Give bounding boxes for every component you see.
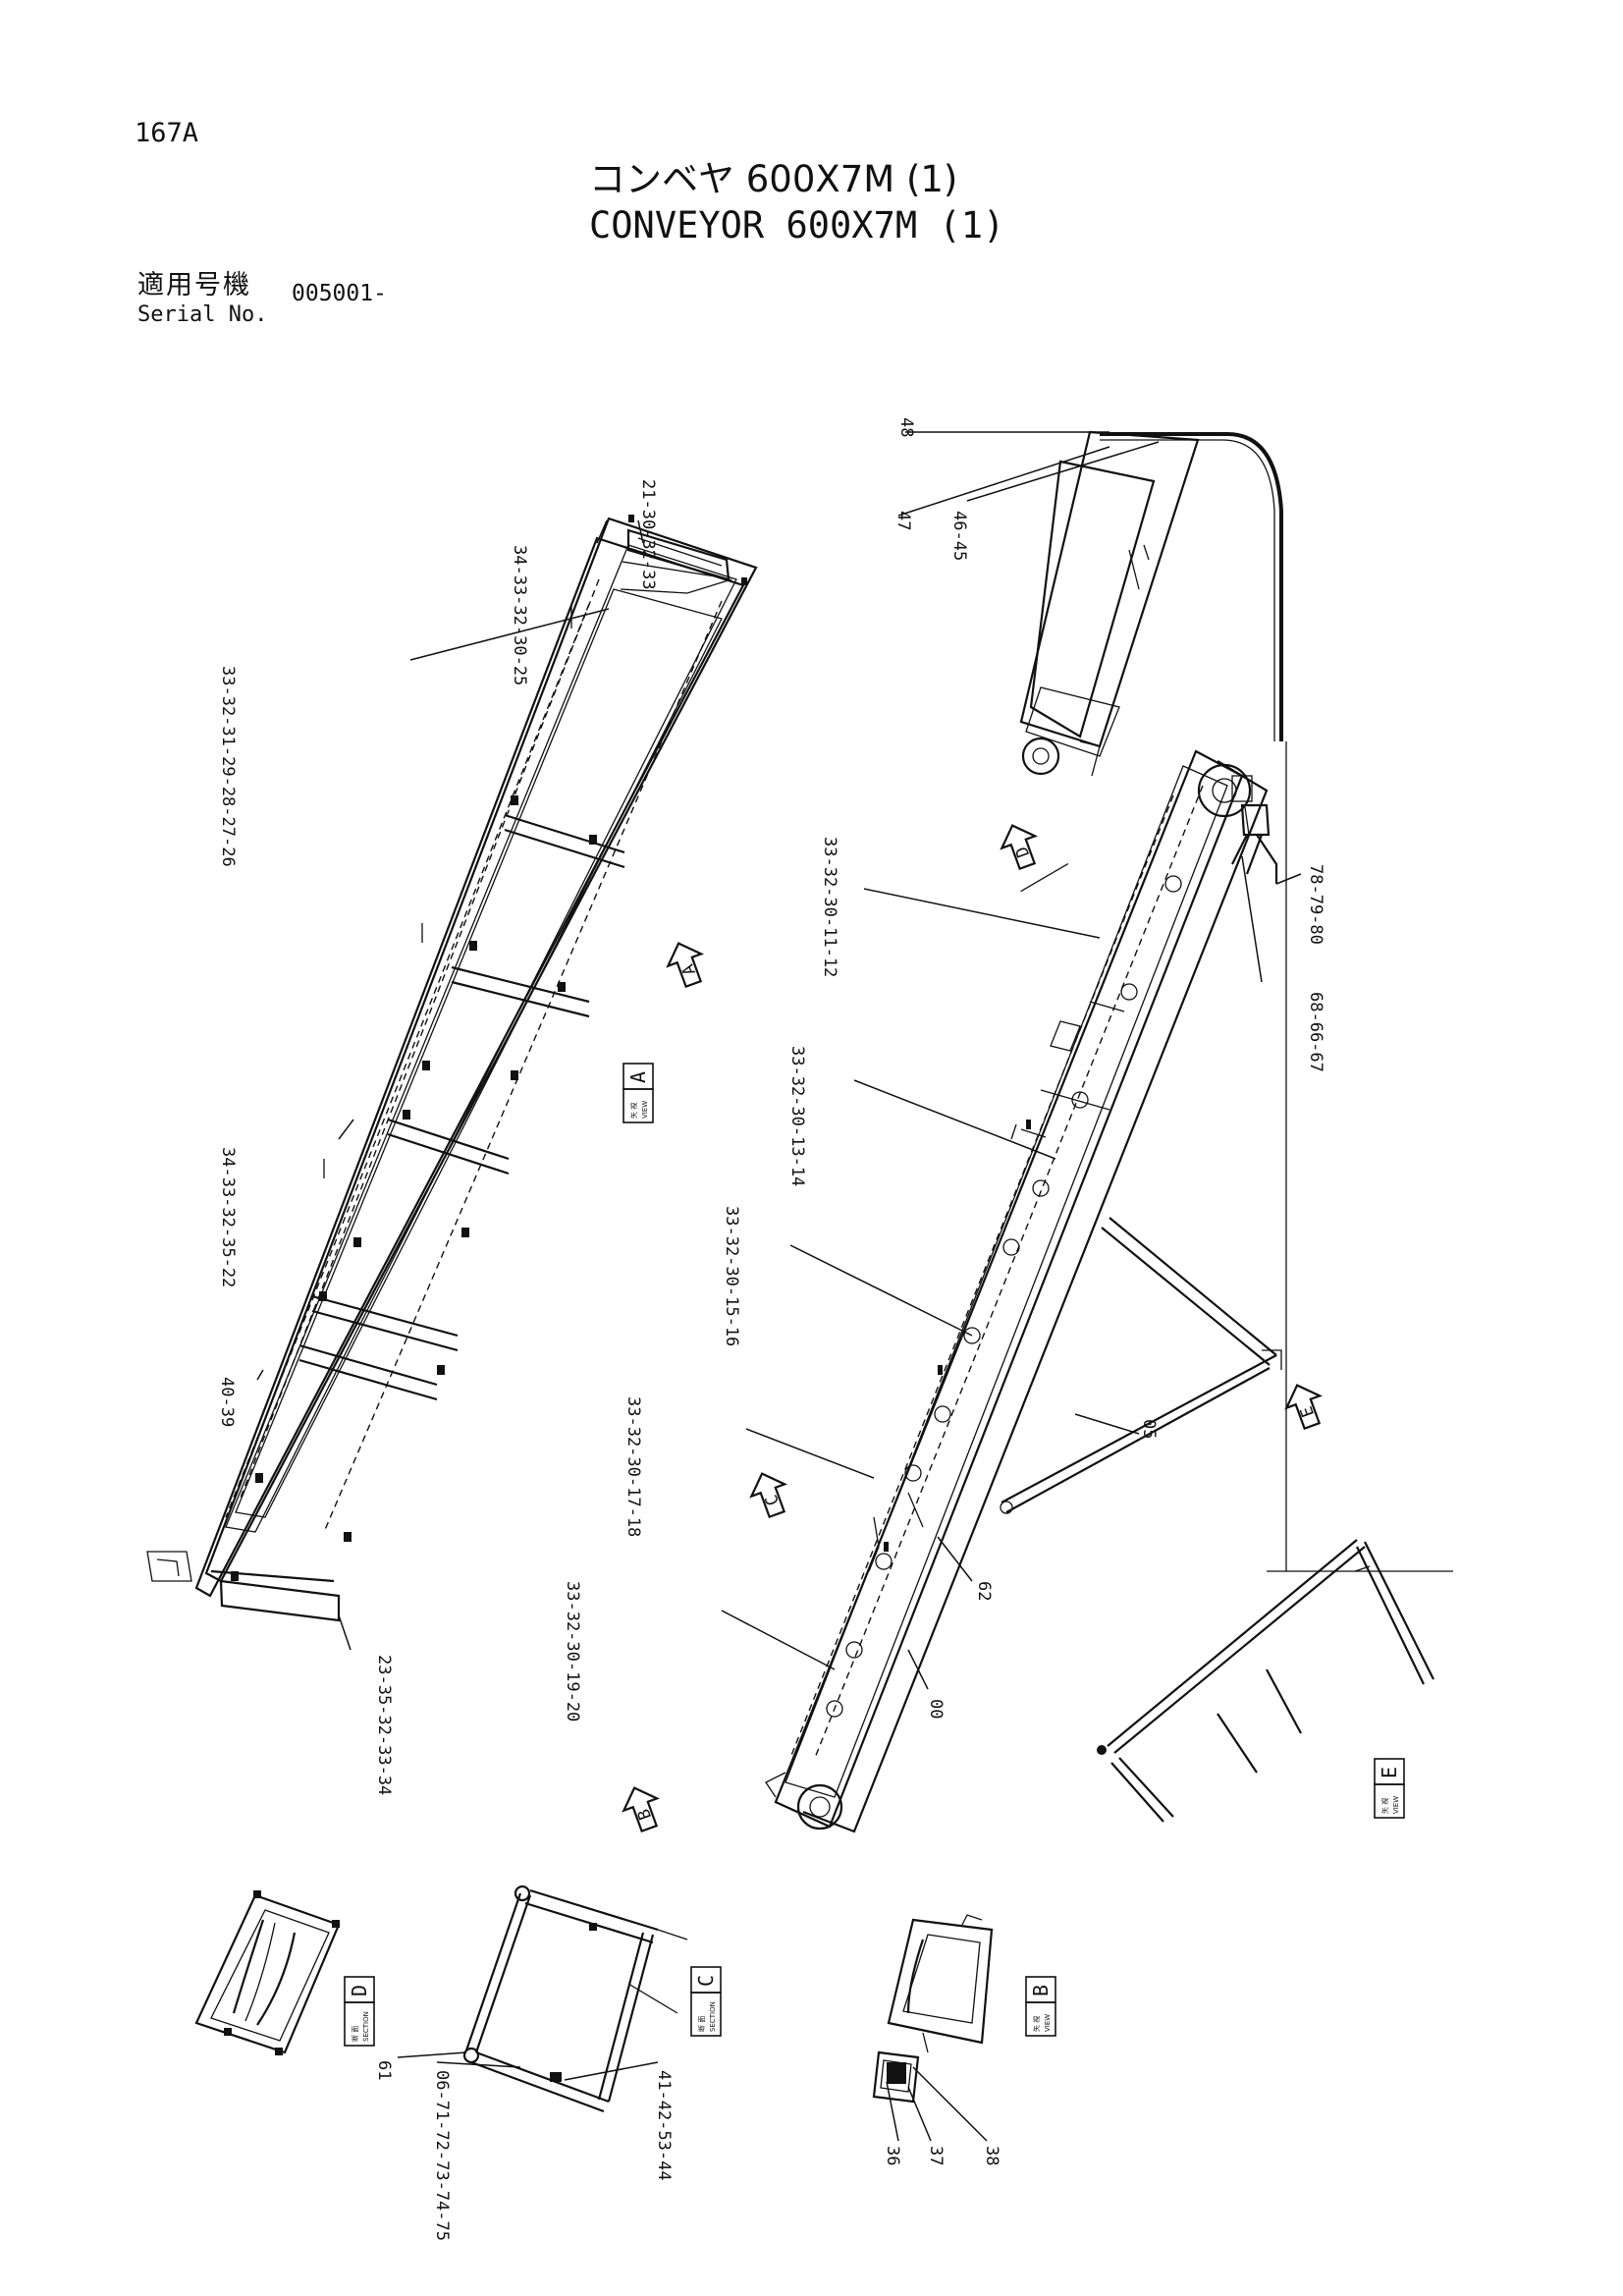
- view-e-drawing: [1097, 1539, 1434, 1823]
- svg-text:E: E: [1378, 1767, 1401, 1778]
- svg-text:A: A: [678, 961, 700, 977]
- callout-37: 37: [926, 2146, 946, 2165]
- callout-48: 48: [896, 417, 916, 437]
- svg-text:B: B: [634, 1806, 656, 1822]
- view-b-drawing: [872, 1914, 994, 2104]
- view-e-label: 矢 視 VIEW E: [1374, 1758, 1405, 1819]
- section-c-label: 断 面 SECTION C: [690, 1966, 722, 2037]
- svg-text:SECTION: SECTION: [709, 2001, 717, 2032]
- callout-19-20: 33-32-30-19-20: [563, 1581, 582, 1722]
- svg-text:断 面: 断 面: [697, 2016, 706, 2032]
- title-japanese: コンベヤ 600X7M (1): [589, 158, 958, 200]
- callout-11-12: 33-32-30-11-12: [820, 837, 839, 977]
- callout-41-44: 41-42-53-44: [654, 2070, 674, 2181]
- svg-text:E: E: [1297, 1403, 1319, 1419]
- svg-text:C: C: [694, 1975, 718, 1987]
- callout-labels: 34-33-32-30-25 21-30-32-33 33-32-31-29-2…: [217, 417, 1325, 2241]
- callout-46-45: 46-45: [949, 511, 969, 561]
- serial-number-value: 005001-: [292, 281, 387, 306]
- page-number: 167A: [135, 118, 199, 148]
- callout-61: 61: [374, 2060, 394, 2080]
- svg-text:矢 視: 矢 視: [629, 1103, 638, 1119]
- serial-label-japanese: 適用号機: [137, 270, 251, 301]
- callout-34-25: 34-33-32-30-25: [510, 545, 529, 685]
- section-d-drawing: [194, 1890, 341, 2055]
- view-b-label: 矢 視 VIEW B: [1025, 1976, 1056, 2037]
- svg-text:矢 視: 矢 視: [1032, 2016, 1041, 2032]
- callout-62: 62: [974, 1581, 994, 1601]
- callout-06-75: 06-71-72-73-74-75: [432, 2070, 452, 2241]
- callout-36: 36: [883, 2146, 902, 2165]
- view-arrow-a: A: [666, 942, 705, 989]
- svg-text:D: D: [1012, 844, 1034, 859]
- callout-47: 47: [893, 511, 913, 530]
- callout-15-16: 33-32-30-15-16: [722, 1206, 741, 1346]
- view-arrow-c: C: [749, 1472, 788, 1519]
- callout-34-22: 34-33-32-35-22: [218, 1147, 238, 1287]
- callout-23-34: 23-35-32-33-34: [374, 1655, 394, 1795]
- svg-text:断 面: 断 面: [351, 2026, 359, 2042]
- view-arrow-e: E: [1284, 1384, 1324, 1431]
- svg-text:D: D: [348, 1985, 371, 1996]
- callout-13-14: 33-32-30-13-14: [787, 1046, 807, 1186]
- svg-text:矢 視: 矢 視: [1380, 1798, 1389, 1814]
- callout-05: 05: [1139, 1419, 1159, 1439]
- callout-17-18: 33-32-30-17-18: [623, 1396, 643, 1537]
- svg-text:A: A: [626, 1071, 650, 1083]
- view-a-label: 矢 視 VIEW A: [622, 1063, 654, 1123]
- view-arrow-b: B: [622, 1786, 661, 1833]
- main-conveyor-drawing: [765, 741, 1453, 1833]
- section-c-drawing: [462, 1885, 688, 2113]
- title-english: CONVEYOR 600X7M (1): [589, 204, 1005, 246]
- callout-68-67: 68-66-67: [1306, 992, 1325, 1072]
- svg-text:C: C: [762, 1492, 784, 1507]
- svg-text:SECTION: SECTION: [362, 2011, 370, 2042]
- tail-chute-drawing: [1019, 430, 1283, 777]
- callout-40-39: 40-39: [217, 1377, 237, 1427]
- view-arrow-d: D: [1000, 824, 1069, 893]
- callout-38: 38: [982, 2146, 1001, 2165]
- callout-21-33: 21-30-32-33: [638, 479, 658, 590]
- view-a-frame-drawing: [146, 515, 758, 1622]
- section-d-label: 断 面 SECTION D: [344, 1976, 375, 2047]
- leader-lines: [256, 431, 1302, 2142]
- callout-00: 00: [926, 1699, 946, 1719]
- callout-78-80: 78-79-80: [1306, 864, 1325, 945]
- callout-33-26: 33-32-31-29-28-27-26: [218, 666, 238, 867]
- svg-text:VIEW: VIEW: [1044, 2014, 1052, 2032]
- svg-text:VIEW: VIEW: [641, 1101, 649, 1119]
- svg-text:VIEW: VIEW: [1392, 1796, 1400, 1814]
- svg-text:B: B: [1029, 1985, 1053, 1996]
- serial-label-english: Serial No.: [137, 302, 268, 327]
